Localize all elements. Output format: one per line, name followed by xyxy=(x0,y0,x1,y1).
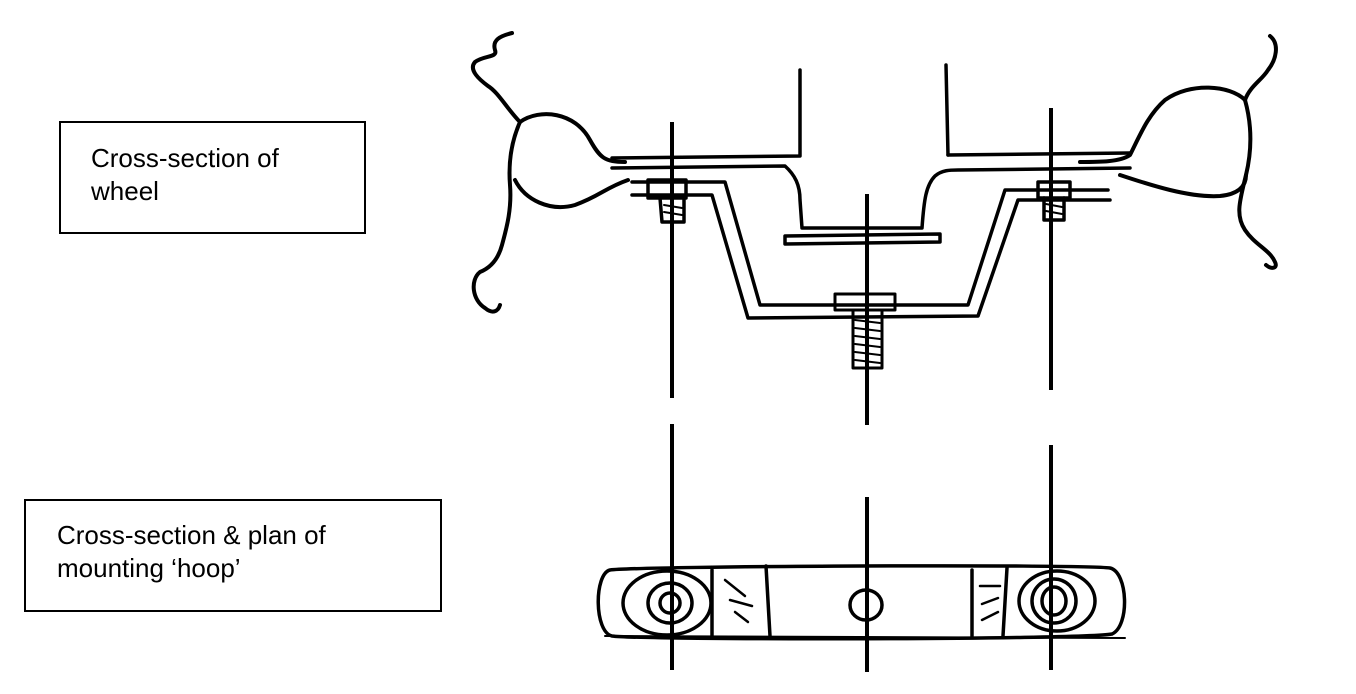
wheel-rim xyxy=(610,63,1132,246)
alignment-lines xyxy=(670,108,1053,672)
hoop-cross-section-label-box: Cross-section & plan of mounting ‘hoop’ xyxy=(24,499,442,612)
wheel-label-line-1: Cross-section of xyxy=(91,143,279,173)
hoop-label-line-2: mounting ‘hoop’ xyxy=(57,553,241,583)
wheel-cross-section-label-box: Cross-section of wheel xyxy=(59,121,366,234)
wheel-label-line-2: wheel xyxy=(91,176,159,206)
hoop-label-line-1: Cross-section & plan of xyxy=(57,520,326,550)
hoop-bracket-profile xyxy=(630,178,1112,320)
mounting-hoop-plan xyxy=(596,564,1127,641)
right-tyre-sidewall xyxy=(1078,34,1278,270)
left-tyre-sidewall xyxy=(470,31,630,314)
